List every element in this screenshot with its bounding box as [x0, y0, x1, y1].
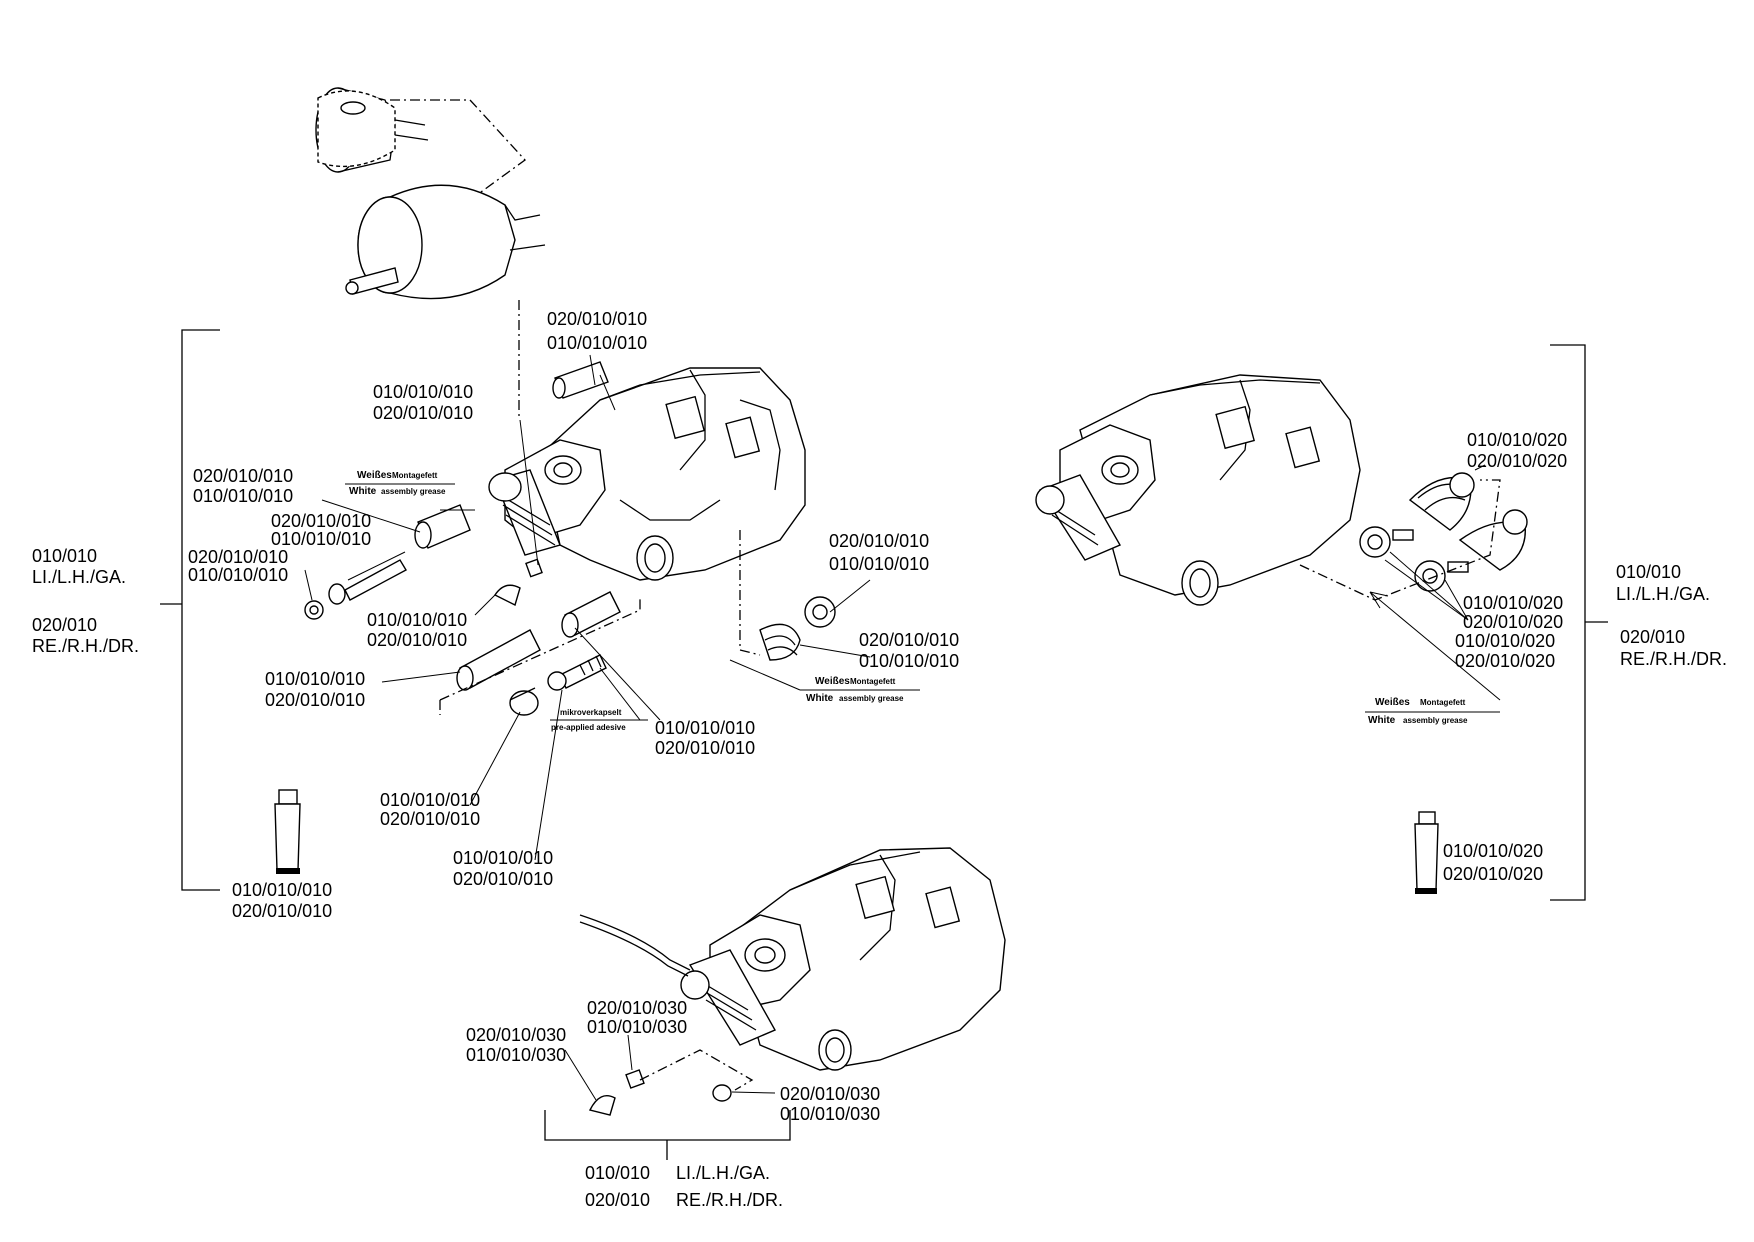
brake-chamber-drawing [315, 87, 546, 300]
label-bolt-1: 020/010/010 [271, 511, 371, 531]
label-tube-left-1: 010/010/010 [265, 669, 365, 689]
bottom-group-side-2: RE./R.H./DR. [676, 1190, 783, 1210]
left-group-bracket [160, 329, 220, 891]
label-boot2-1: 020/010/010 [859, 630, 959, 650]
right-boots [1359, 472, 1528, 592]
part-labels: 020/010/010 010/010/010 010/010/010 020/… [188, 309, 1567, 1124]
label-ring-1: 020/010/010 [188, 547, 288, 567]
sensor-cable [579, 914, 691, 971]
adhesive-note: mikroverkapselt pre-applied adesive [550, 708, 648, 732]
label-bot-left-2: 010/010/030 [466, 1045, 566, 1065]
label-tube-2: 020/010/010 [655, 738, 755, 758]
label-screw-1: 010/010/010 [453, 848, 553, 868]
left-group-code-2: 020/010 [32, 615, 97, 635]
grease-note-de-small: Montagefett [392, 471, 438, 480]
left-group-side-1: LI./L.H./GA. [32, 567, 126, 587]
label-sleeve-2: 010/010/010 [193, 486, 293, 506]
label-cap-1: 010/010/010 [367, 610, 467, 630]
label-rh-tube-2: 020/010/020 [1443, 864, 1543, 884]
cap-part [493, 584, 521, 607]
label-tube-left-2: 020/010/010 [265, 690, 365, 710]
bottom-caliper-drawing [680, 847, 1006, 1071]
bottom-group-code-2: 020/010 [585, 1190, 650, 1210]
label-rh-mid-2: 020/010/020 [1463, 612, 1563, 632]
group-labels: 010/010 LI./L.H./GA. 020/010 RE./R.H./DR… [32, 546, 1727, 1210]
label-bot-right-2: 010/010/030 [780, 1104, 880, 1124]
label-ring-2: 010/010/010 [188, 565, 288, 585]
label-rh-mid-4: 020/010/020 [1455, 651, 1555, 671]
adhesive-note-de: mikroverkapselt [560, 708, 622, 717]
right-group-bracket [1550, 344, 1608, 901]
label-rh-top-2: 020/010/020 [1467, 451, 1567, 471]
label-rh-tube-1: 010/010/020 [1443, 841, 1543, 861]
label-bot-right-1: 020/010/030 [780, 1084, 880, 1104]
label-left-tube-1: 010/010/010 [232, 880, 332, 900]
grease-note-en-small: assembly grease [839, 694, 904, 703]
label-screw-2: 020/010/010 [453, 869, 553, 889]
screw-threaded-part [547, 654, 607, 691]
guide-pin-top [552, 361, 609, 399]
right-caliper-drawing [1035, 374, 1361, 606]
left-group-side-2: RE./R.H./DR. [32, 636, 139, 656]
bottom-group-code-1: 010/010 [585, 1163, 650, 1183]
label-top-pin-1: 020/010/010 [547, 309, 647, 329]
label-bot-left-1: 020/010/030 [466, 1025, 566, 1045]
small-screw-part [525, 558, 543, 578]
label-disc-2: 020/010/010 [380, 809, 480, 829]
left-caliper-drawing [488, 367, 806, 581]
grease-note-en-small: assembly grease [1403, 716, 1468, 725]
label-body-2: 020/010/010 [373, 403, 473, 423]
grease-note-de: Weißes [1375, 697, 1410, 708]
label-disc-1: 010/010/010 [380, 790, 480, 810]
label-boot-2: 010/010/010 [829, 554, 929, 574]
grease-tube-right [1414, 811, 1439, 894]
label-tube-1: 010/010/010 [655, 718, 755, 738]
grease-note-en-small: assembly grease [381, 487, 446, 496]
bottom-screw-1 [625, 1069, 645, 1089]
bottom-screw-2 [712, 1084, 732, 1102]
right-group-code-1: 010/010 [1616, 562, 1681, 582]
bottom-clip [588, 1095, 616, 1116]
adhesive-note-en: pre-applied adesive [551, 723, 626, 732]
grease-note-de-small: Montagefett [1420, 698, 1466, 707]
ring-part [304, 600, 324, 620]
label-rh-mid-1: 010/010/020 [1463, 593, 1563, 613]
bottom-group-bracket [544, 1110, 791, 1160]
grease-note-mid: Weißes Montagefett White assembly grease [729, 659, 920, 704]
label-left-tube-2: 020/010/010 [232, 901, 332, 921]
label-boot-1: 020/010/010 [829, 531, 929, 551]
grease-note-de: Weißes [357, 470, 392, 481]
bottom-group-side-1: LI./L.H./GA. [676, 1163, 770, 1183]
tube-part-2 [456, 629, 541, 691]
tube-part-1 [561, 591, 621, 638]
label-boot2-2: 010/010/010 [859, 651, 959, 671]
label-sleeve-1: 020/010/010 [193, 466, 293, 486]
grease-note-de-small: Montagefett [850, 677, 896, 686]
grease-note-en: White [349, 486, 377, 497]
grease-tube-left [274, 789, 301, 874]
label-rh-top-1: 010/010/020 [1467, 430, 1567, 450]
label-top-pin-2: 010/010/010 [547, 333, 647, 353]
grease-note-en: White [806, 693, 834, 704]
label-bot-mid-2: 010/010/030 [587, 1017, 687, 1037]
right-group-side-1: LI./L.H./GA. [1616, 584, 1710, 604]
label-rh-mid-3: 010/010/020 [1455, 631, 1555, 651]
bolt-part [328, 559, 407, 605]
grease-note-de: Weißes [815, 676, 850, 687]
grease-note-right: Weißes Montagefett White assembly grease [1365, 697, 1500, 726]
label-bolt-2: 010/010/010 [271, 529, 371, 549]
boot-part [759, 596, 836, 661]
right-group-code-2: 020/010 [1620, 627, 1685, 647]
right-group-side-2: RE./R.H./DR. [1620, 649, 1727, 669]
label-body-1: 010/010/010 [373, 382, 473, 402]
sleeve-part [414, 504, 471, 549]
grease-note-left: Weißes Montagefett White assembly grease [345, 470, 455, 497]
left-group-code-1: 010/010 [32, 546, 97, 566]
disc-part [509, 687, 539, 716]
label-bot-mid-1: 020/010/030 [587, 998, 687, 1018]
grease-note-en: White [1368, 715, 1396, 726]
label-cap-2: 020/010/010 [367, 630, 467, 650]
